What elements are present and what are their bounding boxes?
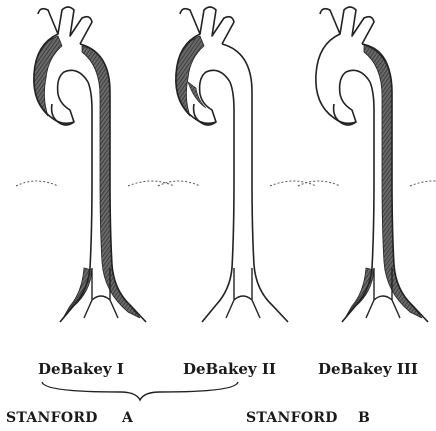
dissection-left-iliac [62, 268, 92, 320]
stanford-a-label: STANFORD [6, 410, 98, 426]
debakey-3-label: DeBakey III [318, 360, 418, 378]
stanford-b-letter: B [358, 410, 370, 426]
debakey-1-label: DeBakey I [38, 360, 124, 378]
stanford-b-label: STANFORD [246, 410, 338, 426]
dissection-ascending [34, 36, 62, 116]
stanford-a-bracket [42, 382, 238, 400]
aorta-diagram-debakey-2 [158, 7, 316, 322]
dissection-left-iliac [344, 268, 374, 320]
dissection-ascending-inner [188, 82, 206, 108]
aorta-diagram-debakey-3 [298, 7, 436, 322]
stanford-a-letter: A [122, 410, 133, 426]
debakey-2-label: DeBakey II [183, 360, 276, 378]
aorta-diagram-debakey-1 [16, 7, 174, 322]
dissection-ascending [176, 36, 204, 116]
